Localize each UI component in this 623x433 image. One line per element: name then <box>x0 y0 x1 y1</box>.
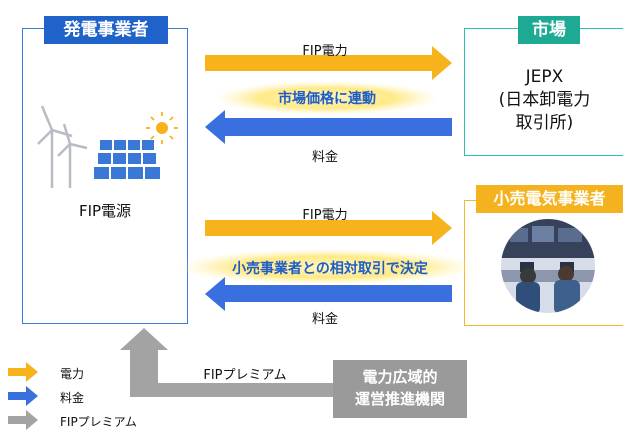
control-room-illustration <box>501 219 595 313</box>
fee-arrow-retail <box>205 277 452 311</box>
retail-price-note: 小売事業者との相対取引で決定 <box>232 261 428 277</box>
generator-label: FIP電源 <box>78 202 132 220</box>
market-fee-label: 料金 <box>311 150 338 165</box>
premium-arrow <box>120 328 333 397</box>
market-name-line1: JEPX <box>525 67 564 87</box>
market-name-line3: 取引所) <box>515 113 574 133</box>
legend-premium-arrow <box>8 410 38 430</box>
retail-power-label: FIP電力 <box>302 208 348 223</box>
market-title: 市場 <box>518 16 580 44</box>
power-arrow-market <box>205 46 452 80</box>
market-power-label: FIP電力 <box>302 44 348 59</box>
solar-wind-illustration <box>37 105 178 188</box>
legend-label-premium: FIPプレミアム <box>60 415 137 429</box>
retailer-title: 小売電気事業者 <box>476 185 623 213</box>
occto-line1: 電力広域的 <box>362 368 438 386</box>
legend-label-fee: 料金 <box>60 391 85 405</box>
market-name: JEPX (日本卸電力 取引所) <box>466 66 623 135</box>
retail-fee-label: 料金 <box>311 312 338 327</box>
market-name-line2: (日本卸電力 <box>498 90 591 110</box>
sun-icon <box>146 112 178 144</box>
legend-label-power: 電力 <box>60 367 85 381</box>
legend-fee-arrow <box>8 386 38 406</box>
legend-power-arrow <box>8 362 38 382</box>
power-arrow-retail <box>205 211 452 245</box>
legend-item-power: 電力 <box>8 362 168 384</box>
fee-arrow-market <box>205 110 452 144</box>
price-glow-1 <box>215 81 439 115</box>
occto-box: 電力広域的 運営推進機関 <box>333 360 467 418</box>
occto-line2: 運営推進機関 <box>354 390 445 408</box>
premium-label: FIPプレミアム <box>203 368 287 383</box>
legend-item-fee: 料金 <box>8 386 168 408</box>
solar-panel-icon <box>94 140 160 179</box>
legend-item-premium: FIPプレミアム <box>8 410 168 432</box>
price-glow-2 <box>177 249 477 285</box>
wind-turbine-icon <box>37 105 88 188</box>
generator-title: 発電事業者 <box>44 16 168 44</box>
market-price-note: 市場価格に連動 <box>278 91 376 107</box>
